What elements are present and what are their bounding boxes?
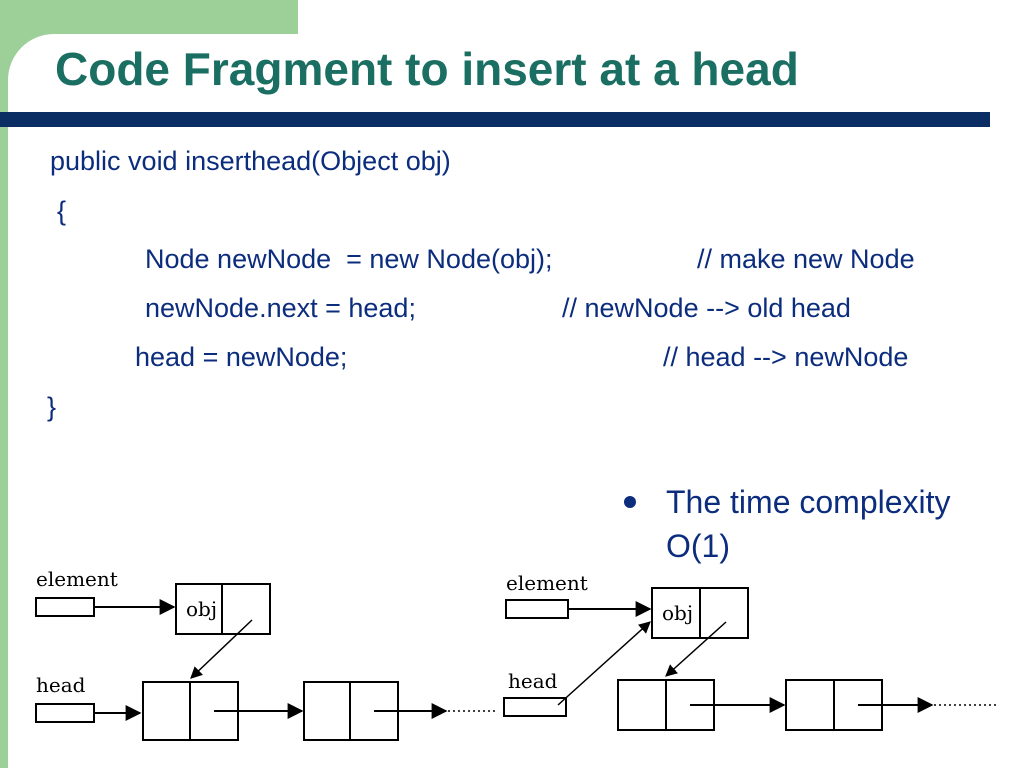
head-pointer-box — [35, 703, 95, 723]
obj-label: obj — [186, 597, 217, 621]
new-node-next-pointer — [665, 621, 727, 677]
code-line-head: head = newNode; — [135, 342, 348, 372]
diagram-after: element obj head — [503, 571, 996, 731]
bullet-text: The time complexity O(1) — [666, 484, 951, 564]
head-pointer-box — [503, 697, 567, 717]
head-label: head — [508, 669, 558, 693]
title-panel — [8, 34, 1024, 112]
code-line-signature: public void inserthead(Object obj) — [50, 146, 451, 176]
code-comment-head: // head --> newNode — [663, 342, 909, 372]
diagram-before: element obj head — [35, 567, 496, 741]
element-pointer-box — [505, 599, 569, 619]
slide-title: Code Fragment to insert at a head — [55, 43, 799, 95]
decorative-green-strip — [0, 0, 8, 768]
code-line-close-brace: } — [47, 392, 57, 422]
code-comment-next: // newNode --> old head — [562, 293, 851, 323]
new-node-next-pointer — [190, 619, 253, 679]
code-line-next: newNode.next = head; — [145, 293, 416, 323]
element-pointer-box — [35, 597, 95, 617]
code-comment-new-node: // make new Node — [697, 244, 915, 274]
bullet-dot-icon — [624, 496, 636, 508]
obj-label: obj — [662, 601, 693, 625]
title-rule — [0, 112, 990, 127]
code-line-open-brace: { — [57, 196, 67, 226]
code-line-new-node: Node newNode = new Node(obj); — [145, 244, 553, 274]
element-label: element — [506, 571, 588, 595]
element-label: element — [36, 567, 118, 591]
head-label: head — [36, 673, 86, 697]
head-to-new-node-arrow — [557, 621, 651, 706]
